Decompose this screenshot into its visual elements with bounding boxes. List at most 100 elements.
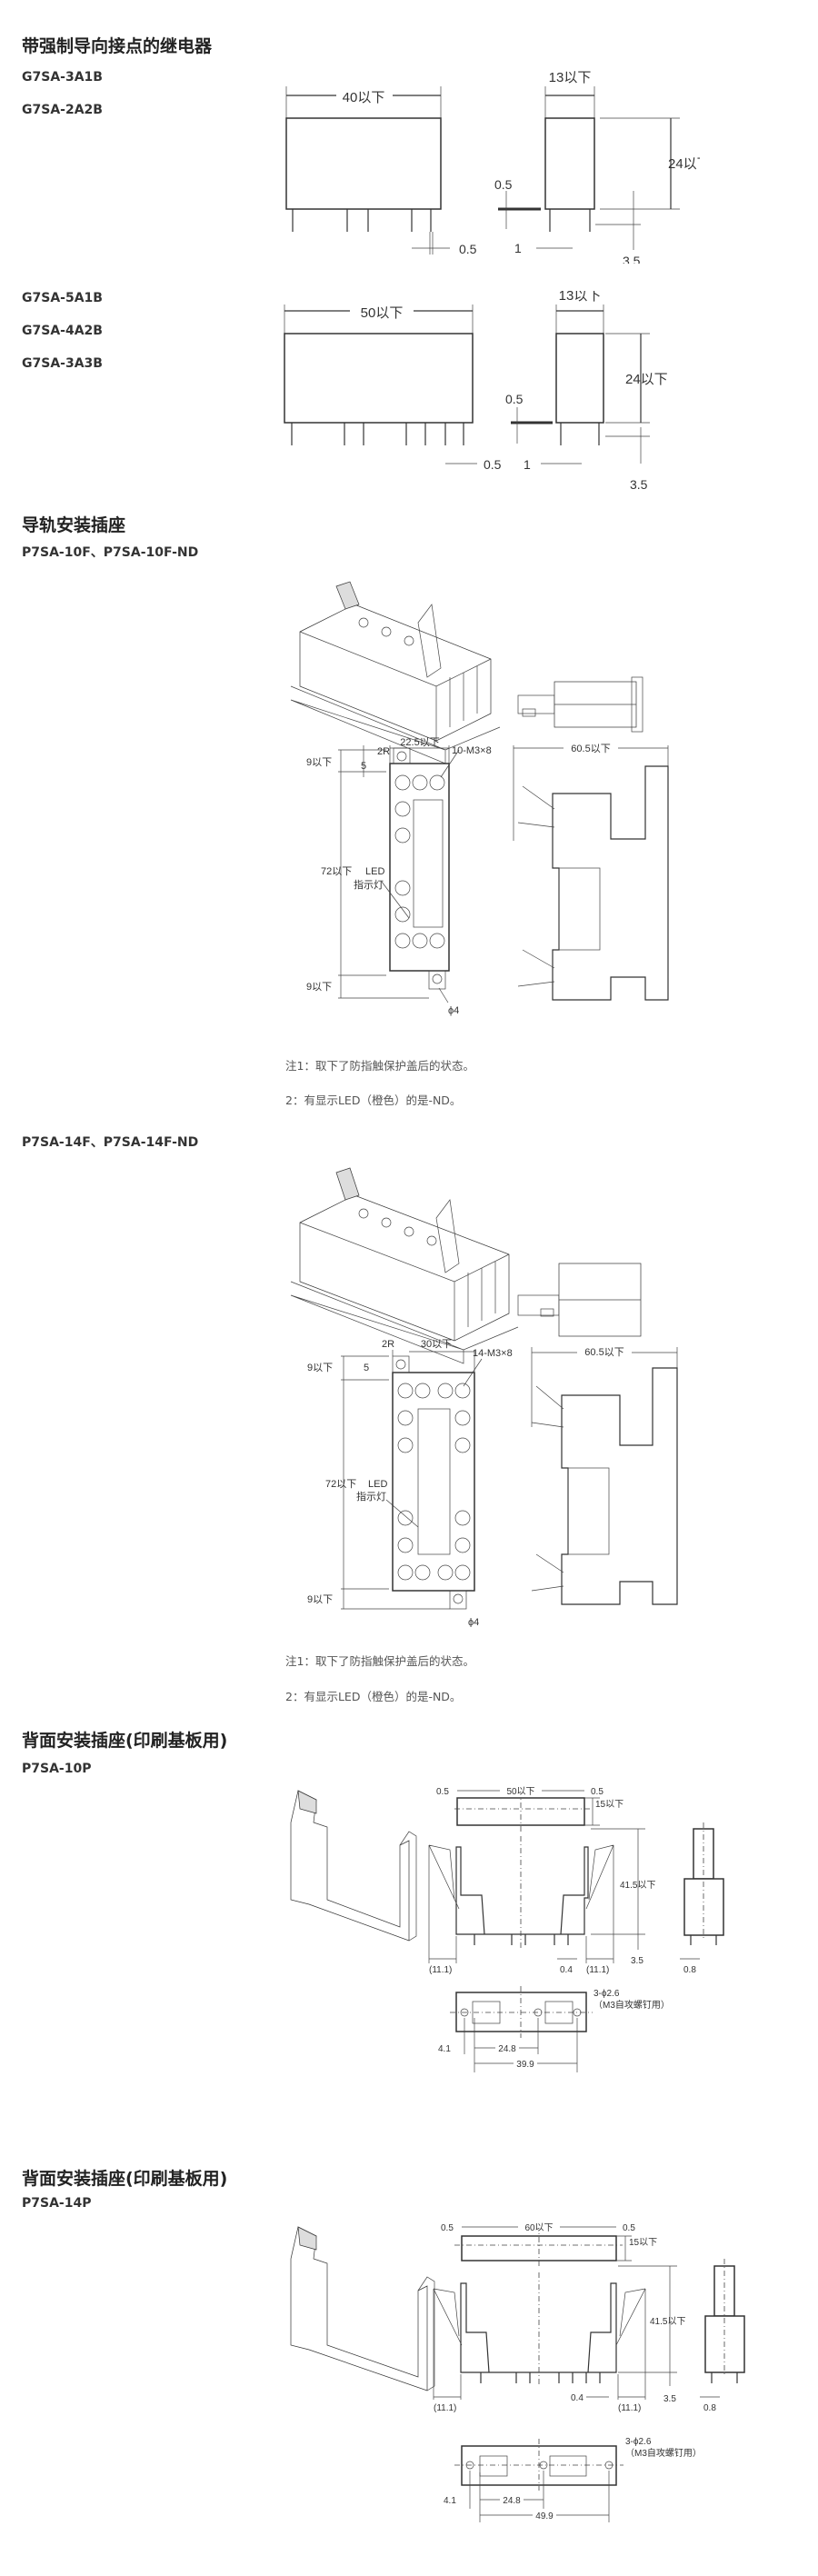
note-1: 注1：取下了防指触保护盖后的状态。: [285, 1654, 474, 1668]
svg-text:15以下: 15以下: [595, 1800, 623, 1810]
side-view: 0.8: [680, 1822, 724, 1975]
model-label: P7SA-10P: [22, 1762, 92, 1776]
svg-text:14-M3×8: 14-M3×8: [473, 1348, 513, 1359]
model-label: G7SA-5A1B: [22, 291, 103, 305]
svg-text:0.5: 0.5: [623, 2223, 635, 2233]
section-title-pcb-socket: 背面安装插座(印刷基板用): [22, 2169, 228, 2189]
svg-text:0.8: 0.8: [683, 1965, 696, 1975]
front-view: 41.5以下 3.5 (11.1) (11.1) 0.4: [428, 1828, 655, 1975]
svg-text:2R: 2R: [377, 746, 390, 757]
svg-text:9以下: 9以下: [306, 982, 332, 993]
svg-text:3.5: 3.5: [623, 254, 641, 264]
svg-text:4.1: 4.1: [438, 2044, 451, 2054]
svg-text:13以下: 13以下: [549, 70, 592, 85]
section-title-din-socket: 导轨安装插座: [22, 515, 126, 535]
svg-text:LED: LED: [368, 1479, 387, 1490]
svg-text:30以下: 30以下: [421, 1339, 452, 1350]
svg-text:40以下: 40以下: [343, 90, 385, 105]
svg-text:5: 5: [361, 761, 366, 772]
top-view: [517, 1263, 642, 1337]
svg-text:24以下: 24以下: [625, 372, 668, 387]
svg-text:49.9: 49.9: [535, 2511, 554, 2521]
isometric-view: [290, 581, 536, 764]
model-label: P7SA-10F、P7SA-10F-ND: [22, 545, 199, 560]
svg-text:60.5以下: 60.5以下: [584, 1347, 623, 1358]
svg-text:0.8: 0.8: [703, 2403, 716, 2413]
svg-text:50以下: 50以下: [361, 305, 404, 321]
svg-text:(11.1): (11.1): [586, 1965, 609, 1975]
svg-text:ϕ4: ϕ4: [448, 1005, 459, 1016]
side-view: 0.8: [700, 2259, 745, 2413]
svg-text:0.5: 0.5: [436, 1787, 449, 1797]
note-2: 2：有显示LED（橙色）的是-ND。: [285, 1093, 462, 1107]
note-2: 2：有显示LED（橙色）的是-ND。: [285, 1690, 462, 1703]
svg-text:72以下: 72以下: [325, 1479, 356, 1490]
front-view: 2R 30以下 14-M3×8 9以下 5 72以下 LED 指示灯 9以下 ϕ…: [307, 1339, 513, 1627]
model-label: G7SA-3A1B: [22, 70, 103, 85]
relay-drawing-g7sa-3a1b: 40以下 0.5 13以下 24以下 3.5 0.5 1: [285, 70, 700, 264]
svg-text:60.5以下: 60.5以下: [571, 744, 610, 754]
svg-text:指示灯: 指示灯: [354, 878, 384, 891]
svg-text:3-ϕ2.6: 3-ϕ2.6: [594, 1989, 620, 1999]
note-1: 注1：取下了防指触保护盖后的状态。: [285, 1059, 474, 1073]
svg-text:（M3自攻螺钉用）: （M3自攻螺钉用）: [625, 2447, 702, 2459]
svg-text:(11.1): (11.1): [429, 1965, 452, 1975]
svg-text:24.8: 24.8: [503, 2496, 521, 2506]
isometric-view: [290, 1167, 554, 1364]
svg-text:41.5以下: 41.5以下: [650, 2317, 685, 2327]
svg-text:0.5: 0.5: [494, 177, 513, 192]
svg-text:1: 1: [524, 457, 531, 472]
isometric-view: [290, 2226, 435, 2391]
svg-text:72以下: 72以下: [321, 866, 352, 877]
top-view: [517, 676, 643, 733]
svg-text:0.4: 0.4: [571, 2393, 584, 2403]
socket-drawing-p7sa-14p: 60以下 0.5 0.5 15以下 41.5以下 3.5 (11.1) (11.…: [290, 2221, 745, 2522]
svg-text:LED: LED: [365, 866, 384, 877]
svg-text:15以下: 15以下: [629, 2238, 657, 2248]
svg-text:10-M3×8: 10-M3×8: [452, 745, 492, 756]
svg-text:0.4: 0.4: [560, 1965, 573, 1975]
svg-text:3.5: 3.5: [663, 2394, 676, 2404]
svg-text:3.5: 3.5: [631, 1956, 643, 1966]
bottom-view: 4.1 24.8 39.9 3-ϕ2.6 （M3自攻螺钉用）: [438, 1986, 670, 2072]
model-label: G7SA-2A2B: [22, 103, 103, 117]
model-label: P7SA-14F、P7SA-14F-ND: [22, 1135, 199, 1150]
top-view: 50以下 0.5 0.5 15以下: [436, 1784, 623, 1832]
relay-drawing-g7sa-5a1b: 50以下 0.5 13以下 24以下 3.5 0.5 1: [284, 291, 668, 491]
section-title-pcb-socket: 背面安装插座(印刷基板用): [22, 1731, 228, 1751]
svg-text:41.5以下: 41.5以下: [620, 1881, 655, 1891]
side-view: 60.5以下: [513, 741, 669, 1001]
svg-text:ϕ4: ϕ4: [468, 1617, 479, 1627]
socket-drawing-p7sa-14f: 2R 30以下 14-M3×8 9以下 5 72以下 LED 指示灯 9以下 ϕ…: [290, 1167, 678, 1627]
svg-text:(11.1): (11.1): [434, 2403, 456, 2413]
svg-text:9以下: 9以下: [307, 1594, 333, 1605]
svg-text:3-ϕ2.6: 3-ϕ2.6: [625, 2437, 652, 2447]
svg-text:0.5: 0.5: [459, 242, 477, 256]
model-label: P7SA-14P: [22, 2196, 92, 2211]
svg-text:(11.1): (11.1): [618, 2403, 641, 2413]
svg-text:24以下: 24以下: [668, 156, 700, 172]
svg-text:50以下: 50以下: [506, 1787, 534, 1797]
svg-text:5: 5: [364, 1363, 369, 1373]
top-view: 60以下 0.5 0.5 15以下: [441, 2221, 657, 2268]
svg-text:60以下: 60以下: [524, 2223, 553, 2233]
svg-text:2R: 2R: [382, 1339, 394, 1350]
svg-text:3.5: 3.5: [630, 477, 648, 491]
svg-text:9以下: 9以下: [307, 1363, 333, 1373]
svg-text:24.8: 24.8: [498, 2044, 516, 2054]
svg-text:13以下: 13以下: [559, 291, 602, 304]
svg-text:4.1: 4.1: [444, 2496, 456, 2506]
model-label: G7SA-3A3B: [22, 356, 103, 371]
svg-text:0.5: 0.5: [441, 2223, 454, 2233]
model-label: G7SA-4A2B: [22, 324, 103, 338]
svg-text:指示灯: 指示灯: [356, 1490, 386, 1503]
socket-drawing-p7sa-10f: 2R 22.5以下 10-M3×8 9以下 5 72以下 LED 指示灯 9以下…: [290, 581, 669, 1016]
svg-text:1: 1: [514, 241, 522, 255]
svg-text:39.9: 39.9: [516, 2060, 534, 2070]
svg-text:9以下: 9以下: [306, 757, 332, 768]
svg-text:0.5: 0.5: [591, 1787, 604, 1797]
socket-drawing-p7sa-10p: 50以下 0.5 0.5 15以下 41.5以下 3.5 (11.1) (11.…: [290, 1784, 724, 2072]
bottom-view: 4.1 24.8 49.9 3-ϕ2.6 （M3自攻螺钉用）: [444, 2437, 702, 2522]
svg-text:0.5: 0.5: [505, 392, 524, 406]
svg-text:0.5: 0.5: [484, 457, 502, 472]
